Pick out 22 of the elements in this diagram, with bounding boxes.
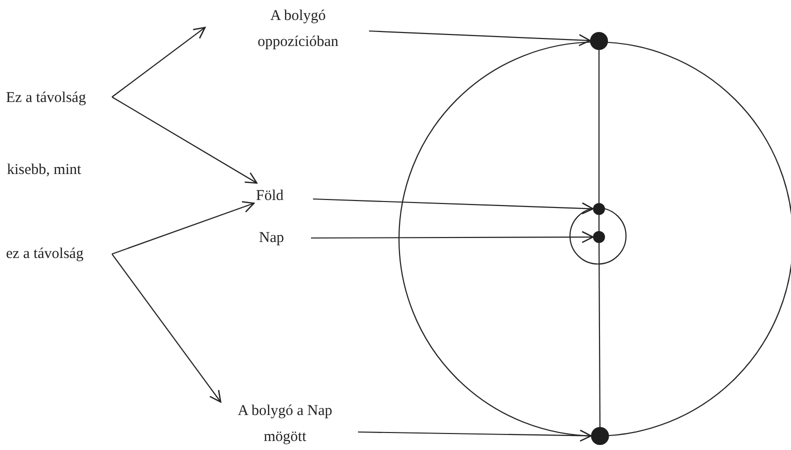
arrow	[112, 201, 255, 255]
arrow	[358, 430, 592, 442]
label-text: A bolygó a Nap mögött	[225, 398, 345, 450]
arrow	[312, 198, 594, 214]
planet-dot	[591, 427, 609, 445]
label-text: kisebb, mint	[7, 161, 82, 180]
label-text: Föld	[256, 184, 306, 208]
label-text: A bolygó oppozícióban	[243, 3, 353, 55]
label-text: Nap	[259, 226, 309, 250]
connecting-line	[598, 215, 600, 231]
sun-dot	[593, 231, 605, 243]
earth-dot	[593, 203, 605, 215]
label-text: Ez a távolság	[6, 86, 116, 110]
arrow	[112, 254, 222, 403]
arrow	[311, 231, 594, 244]
planet-dot	[590, 32, 608, 50]
connecting-line	[598, 50, 600, 203]
arrow	[368, 30, 591, 46]
connecting-line	[598, 243, 600, 427]
label-text: ez a távolság	[6, 242, 116, 266]
arrow	[112, 26, 206, 98]
arrow	[112, 96, 258, 184]
